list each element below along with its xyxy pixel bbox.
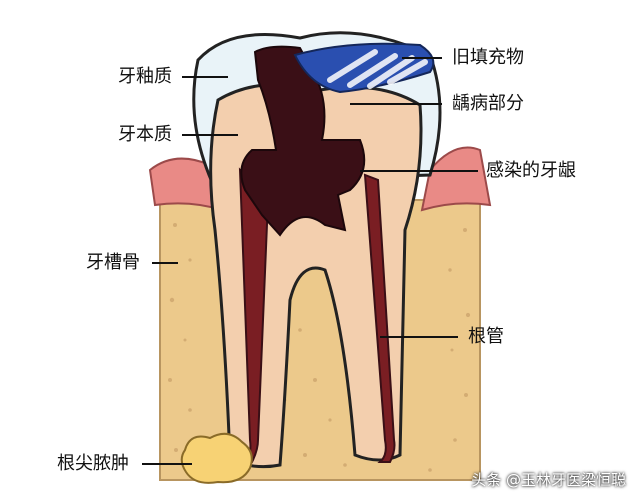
label-apical-abscess: 根尖脓肿 xyxy=(57,453,129,474)
label-infected-gum: 感染的牙龈 xyxy=(486,160,576,181)
label-alveolar-bone: 牙槽骨 xyxy=(86,252,140,273)
label-old-filling: 旧填充物 xyxy=(452,47,524,68)
watermark: 头条 @玉林牙医梁恒聪 xyxy=(471,471,626,489)
leader-lines xyxy=(142,57,478,465)
infected-gum xyxy=(420,146,492,212)
label-root-canal: 根管 xyxy=(468,326,504,347)
label-dentin: 牙本质 xyxy=(118,124,172,145)
apical-abscess xyxy=(180,432,253,484)
label-enamel: 牙釉质 xyxy=(118,66,172,87)
old-filling xyxy=(293,42,435,94)
label-caries: 龋病部分 xyxy=(452,93,524,114)
